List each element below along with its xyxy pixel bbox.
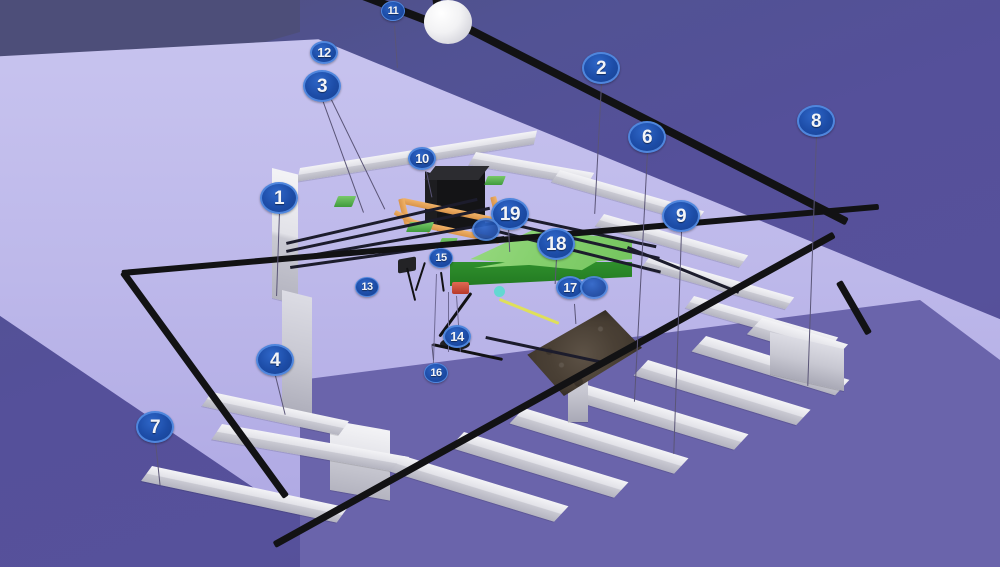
callout-badge-15[interactable]: 15: [429, 248, 453, 268]
callout-badge-4[interactable]: 4: [256, 344, 294, 376]
callout-badge-1[interactable]: 1: [260, 182, 298, 214]
apex-sphere: [424, 0, 472, 44]
callout-badge-20-hidden-a[interactable]: [472, 218, 500, 241]
green-chip-right: [484, 176, 506, 185]
callout-badge-14[interactable]: 14: [443, 325, 471, 348]
red-component: [452, 282, 469, 294]
black-box-top: [424, 166, 490, 180]
callout-badge-3[interactable]: 3: [303, 70, 341, 102]
callout-badge-18[interactable]: 18: [537, 228, 575, 260]
callout-badge-9[interactable]: 9: [662, 200, 700, 232]
callout-badge-10[interactable]: 10: [408, 147, 436, 170]
callout-badge-8[interactable]: 8: [797, 105, 835, 137]
callout-badge-16[interactable]: 16: [424, 363, 448, 383]
callout-badge-2[interactable]: 2: [582, 52, 620, 84]
callout-badge-13[interactable]: 13: [355, 277, 379, 297]
callout-badge-12[interactable]: 12: [310, 41, 338, 64]
callout-badge-6[interactable]: 6: [628, 121, 666, 153]
callout-badge-7[interactable]: 7: [136, 411, 174, 443]
callout-badge-20-hidden-b[interactable]: [580, 276, 608, 299]
cyan-component: [494, 286, 505, 297]
callout-badge-19[interactable]: 19: [491, 198, 529, 230]
support-wire-a: [448, 292, 449, 352]
callout-badge-11[interactable]: 11: [381, 1, 405, 21]
